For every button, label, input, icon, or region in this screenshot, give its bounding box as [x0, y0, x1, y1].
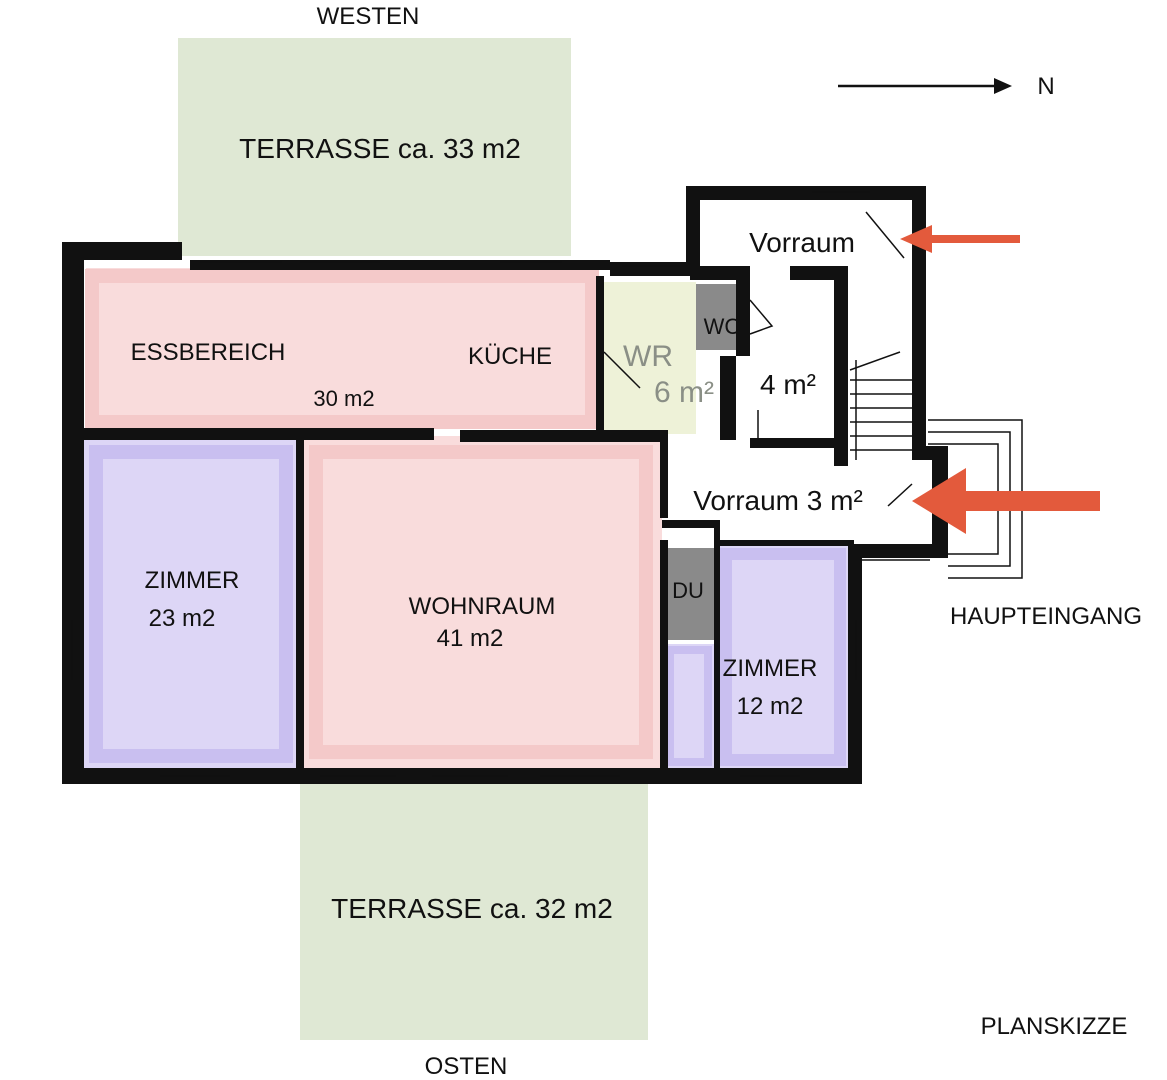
windows: [71, 191, 870, 777]
ess-area-label: 30 m2: [313, 386, 374, 411]
north-arrow: [838, 78, 1012, 94]
terrace-east: [300, 782, 648, 1040]
hall-area-label: 4 m²: [760, 369, 816, 400]
du-box: [666, 548, 714, 640]
compass-west-label: WESTEN: [317, 3, 420, 30]
doors: [603, 211, 913, 507]
wohnraum-fill: [300, 436, 662, 768]
entrance-arrows: [900, 225, 1100, 534]
plan-title: PLANSKIZZE: [981, 1013, 1128, 1040]
terrace-west: [178, 38, 571, 256]
zimmer-right-area: 12 m2: [737, 693, 804, 720]
essbereich-label: ESSBEREICH: [131, 339, 286, 366]
terrace-east-label: TERRASSE ca. 32 m2: [331, 893, 613, 924]
room-fills: [84, 268, 848, 768]
wohnraum-area: 41 m2: [437, 625, 504, 652]
wohnraum-name: WOHNRAUM: [409, 593, 556, 620]
wr-name: WR: [623, 340, 673, 373]
wr-fill: [600, 282, 696, 434]
compass-north-label: N: [1037, 73, 1054, 100]
zimmer-left-fill: [84, 440, 298, 768]
compass-east-label: OSTEN: [425, 1053, 508, 1080]
wr-area: 6 m²: [654, 376, 714, 409]
staircase: [849, 351, 912, 460]
du-label: DU: [672, 578, 704, 603]
zimmer-right-fill: [718, 546, 848, 768]
zimmer-left-name: ZIMMER: [145, 567, 240, 594]
essbereich-kueche-fill: [86, 268, 598, 428]
terrace-west-label: TERRASSE ca. 33 m2: [239, 133, 521, 164]
entrance-label: HAUPTEINGANG: [950, 603, 1142, 630]
wc-label: WC: [704, 314, 741, 339]
vorraum-mid-label: Vorraum 3 m²: [693, 485, 863, 516]
vorraum-top-label: Vorraum: [749, 227, 855, 258]
kueche-label: KÜCHE: [468, 343, 552, 370]
zimmer-left-area: 23 m2: [149, 605, 216, 632]
zimmer-right-name: ZIMMER: [723, 655, 818, 682]
